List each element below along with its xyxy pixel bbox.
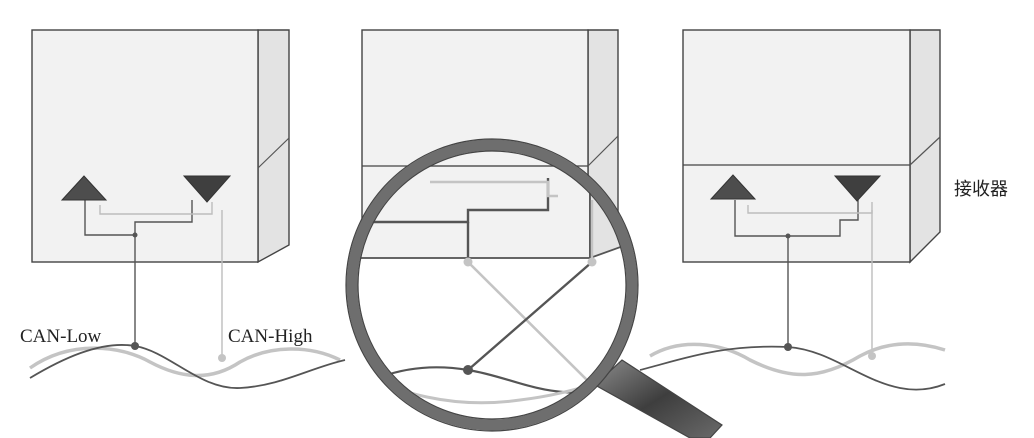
node-3 xyxy=(682,29,941,357)
can-low-label: CAN-Low xyxy=(20,326,102,347)
node-3-wire-high xyxy=(747,202,873,214)
can-low-wave xyxy=(29,344,946,391)
can-high-label: CAN-High xyxy=(228,326,313,347)
triangle-up-icon xyxy=(60,175,108,201)
node-1-wire-high xyxy=(99,202,213,215)
triangle-down-icon xyxy=(833,175,882,202)
triangle-up-icon xyxy=(709,174,757,200)
node-3-wire-low xyxy=(734,200,859,237)
can-bus-twisted-pair xyxy=(28,342,946,391)
node-1-wire-low xyxy=(84,200,193,236)
magnifier-handle xyxy=(593,359,723,438)
node-1 xyxy=(31,29,290,358)
node-1-divider xyxy=(257,137,290,169)
node-1-front xyxy=(31,29,259,263)
node-1-side xyxy=(257,29,290,264)
receiver-label: 接收器 xyxy=(954,179,1008,200)
node-3-side xyxy=(909,29,941,264)
magnifier-rim xyxy=(346,139,638,431)
node-3-front xyxy=(682,29,911,263)
can-high-wave xyxy=(28,342,946,378)
triangle-down-icon xyxy=(182,175,232,203)
